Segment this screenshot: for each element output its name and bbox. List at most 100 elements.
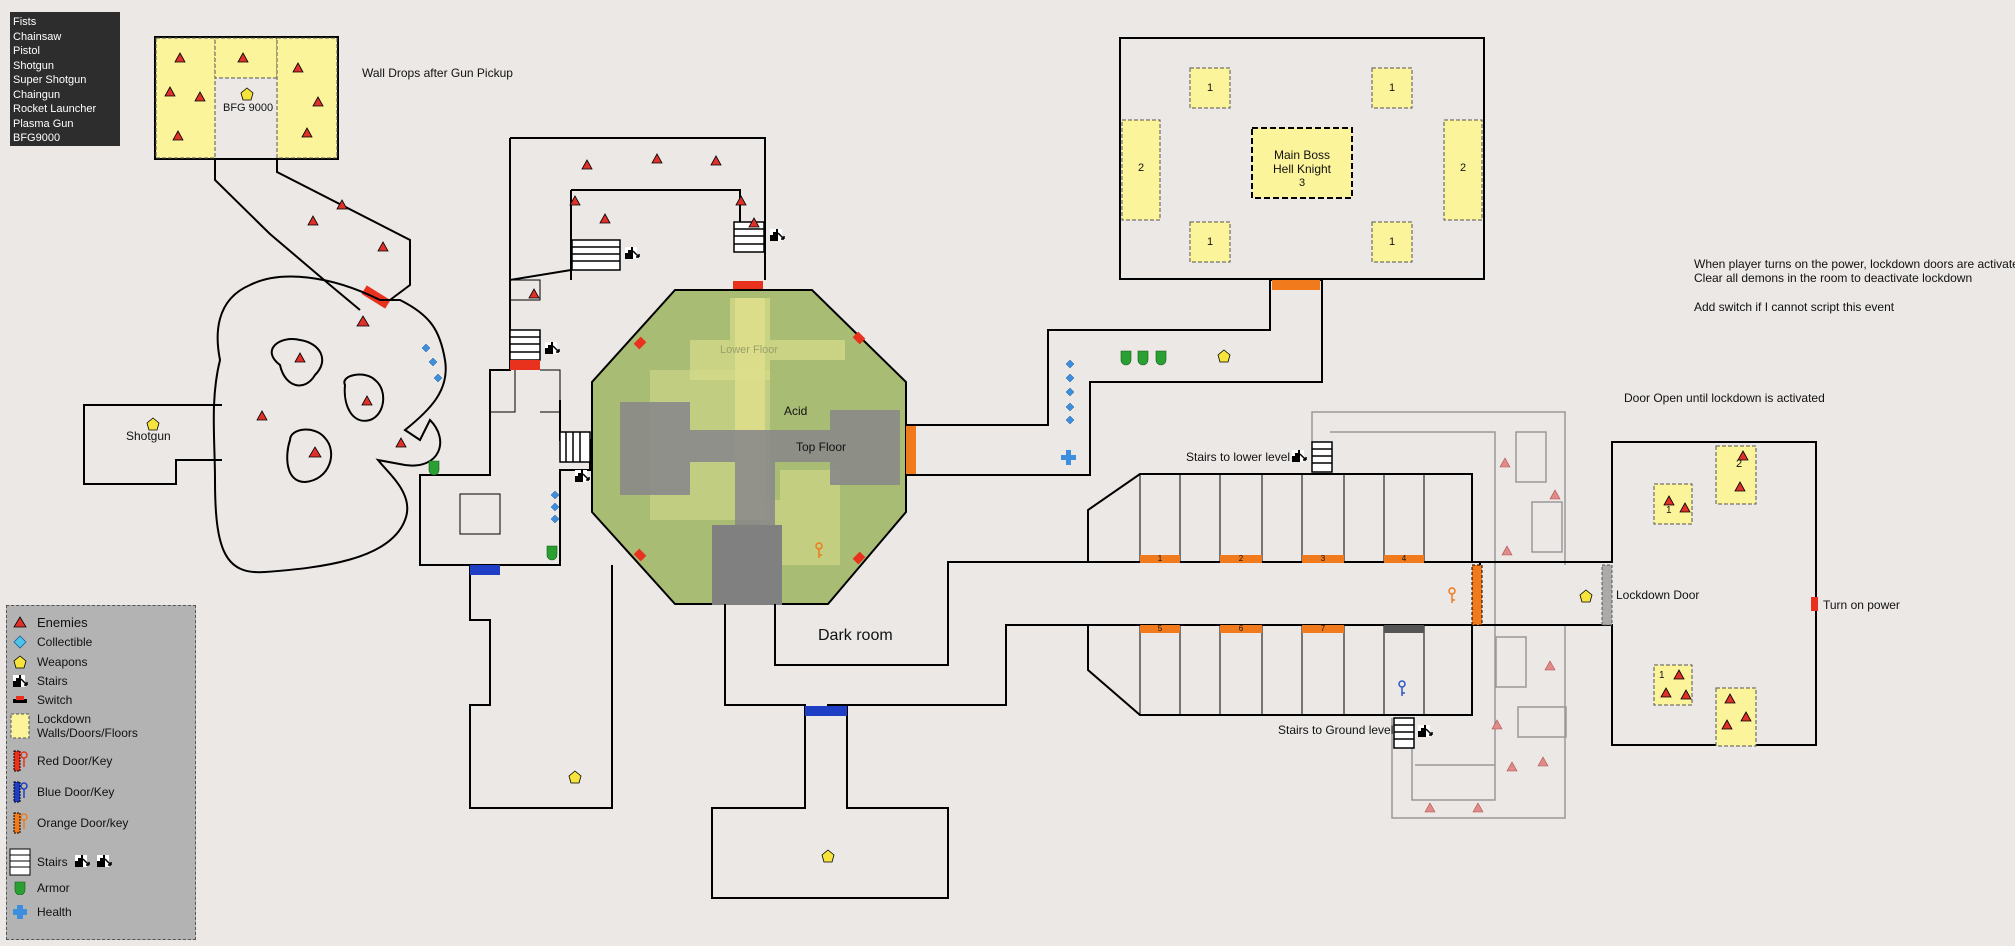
red-door-acid <box>733 281 763 291</box>
legend-label: Red Door/Key <box>37 754 113 768</box>
dark-room-label: Dark room <box>818 627 893 644</box>
door-number: 4 <box>1401 554 1407 563</box>
weapon-item: Chaingun <box>13 88 61 101</box>
acid-label: Acid <box>784 404 808 418</box>
legend-label: Stairs <box>37 855 68 869</box>
legend-switch: Switch <box>7 691 72 709</box>
legend-lockdown: Lockdown Walls/Doors/Floors <box>7 712 195 740</box>
lockdown-floors-east <box>1653 445 1757 747</box>
lockdown-number: 2 <box>1736 458 1743 470</box>
legend-enemies: Enemies <box>7 613 88 631</box>
legend-stairs: Stairs <box>7 672 68 690</box>
boss-room <box>1119 37 1485 280</box>
armor-pickups <box>428 350 1167 561</box>
hell-knight-label: Hell Knight <box>1272 162 1332 176</box>
weapon-item: Fists <box>13 16 37 28</box>
lockdown-door <box>1601 564 1613 626</box>
lockdown-number: 1 <box>1206 82 1214 94</box>
ground-level-outline <box>1311 411 1567 819</box>
stairs-icon <box>95 853 112 871</box>
corridor-boss-lines <box>906 279 1323 476</box>
power-switch <box>1811 597 1818 611</box>
legend-label: Enemies <box>37 614 88 630</box>
weapon-pickups <box>146 87 1593 863</box>
lockdown-number: 2 <box>1459 162 1467 174</box>
health-icon <box>7 904 33 920</box>
cell-block <box>1087 473 1473 716</box>
weapon-item: Chainsaw <box>13 30 62 43</box>
blue-door-south <box>805 706 847 716</box>
collectible-icon <box>7 635 33 649</box>
armor-icon <box>7 881 33 895</box>
lockdown-number: 1 <box>1388 82 1396 94</box>
weapon-item: Shotgun <box>13 59 54 72</box>
lockdown-number: 2 <box>1137 162 1145 174</box>
stairs-ground-label: Stairs to Ground level <box>1278 723 1394 737</box>
red-door-hub <box>510 360 540 370</box>
legend-orange-door: Orange Door/key <box>7 811 128 835</box>
shotgun-label: Shotgun <box>126 429 171 443</box>
door-number: 3 <box>1320 554 1326 563</box>
stairs-icon <box>1291 449 1307 463</box>
stairs-icon <box>1417 724 1433 738</box>
weapon-item: Pistol <box>13 45 40 57</box>
lockdown-number: 1 <box>1666 505 1672 516</box>
turn-on-power-label: Turn on power <box>1823 598 1900 612</box>
top-floor-label: Top Floor <box>796 440 847 454</box>
legend-label: Collectible <box>37 635 93 649</box>
bfg-room <box>154 36 339 160</box>
stairs-icon <box>73 853 90 871</box>
acid-room <box>591 289 916 605</box>
legend-stairs-2: Stairs <box>7 848 112 876</box>
weapon-item: Rocket Launcher <box>13 103 97 115</box>
power-note-1: When player turns on the power, lockdown… <box>1694 257 2015 271</box>
stairs-ground <box>1393 717 1415 749</box>
stairs-lower-label: Stairs to lower level <box>1186 450 1291 464</box>
lockdown-door-label: Lockdown Door <box>1616 588 1700 602</box>
legend-label: Weapons <box>37 655 88 669</box>
stairs-lower <box>1311 441 1333 473</box>
switch-note: Add switch if I cannot script this event <box>1694 300 1895 314</box>
blue-door-icon <box>7 780 33 804</box>
orange-door-icon <box>7 811 33 835</box>
bfg-label: BFG 9000 <box>223 102 274 114</box>
weapon-item: Plasma Gun <box>13 117 74 130</box>
stairs-icon <box>624 246 640 260</box>
bfg-corridor <box>214 159 361 311</box>
blue-key <box>1398 680 1406 696</box>
cell-doors <box>1140 555 1424 633</box>
lower-floor-label: Lower Floor <box>720 344 779 356</box>
orange-door-boss <box>1272 280 1320 290</box>
legend-label: Orange Door/key <box>37 816 129 830</box>
boss-number: 3 <box>1298 177 1306 189</box>
legend-blue-door: Blue Door/Key <box>7 780 114 804</box>
stairs-3 <box>509 329 541 361</box>
door-number: 5 <box>1157 624 1163 633</box>
door-number: 7 <box>1320 624 1326 633</box>
legend-label: Health <box>37 905 72 919</box>
main-boss-label: Main Boss <box>1273 148 1331 162</box>
shotgun-room <box>83 404 222 485</box>
lockdown-number: 1 <box>1206 236 1214 248</box>
stairs-4 <box>559 431 591 463</box>
health-pickup <box>1061 450 1076 465</box>
legend-collectible: Collectible <box>7 633 92 651</box>
east-corridor <box>1472 441 1817 746</box>
stairs-icon <box>544 341 560 355</box>
map-legend: Enemies Collectible Weapons Stairs Switc… <box>6 605 196 940</box>
power-note-2: Clear all demons in the room to deactiva… <box>1694 271 1973 285</box>
enemies <box>164 52 1752 730</box>
switch-icon <box>7 695 33 705</box>
legend-weapons: Weapons <box>7 653 87 671</box>
legend-label: Blue Door/Key <box>37 785 115 799</box>
lockdown-number: 1 <box>1388 236 1396 248</box>
door-number: 2 <box>1238 554 1244 563</box>
wall-drops-label: Wall Drops after Gun Pickup <box>362 66 513 80</box>
door-number: 6 <box>1238 624 1244 633</box>
legend-armor: Armor <box>7 879 70 897</box>
weapons-list: Fists Chainsaw Pistol Shotgun Super Shot… <box>10 12 120 146</box>
legend-label: Switch <box>37 693 73 707</box>
stairs-icon <box>769 228 785 242</box>
collectibles <box>421 343 1075 524</box>
